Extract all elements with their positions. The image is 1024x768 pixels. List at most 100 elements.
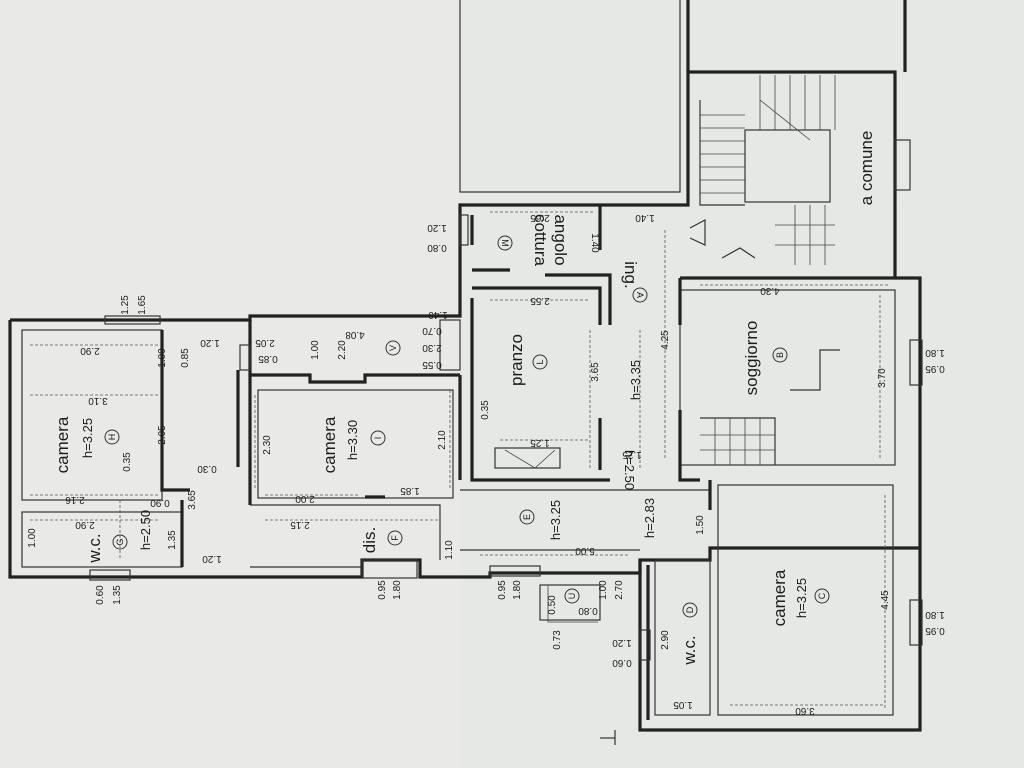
dim-label: 1.00	[27, 528, 38, 548]
dim-label: 1.10	[444, 540, 455, 560]
room-height: h=3.30	[345, 420, 360, 460]
dim-label: 1.65	[137, 295, 148, 315]
dim-label: 0.35	[122, 452, 133, 472]
room-tag: I	[373, 437, 383, 440]
dim-label: 0.35	[480, 400, 491, 420]
dim-label: 0.80	[427, 242, 447, 253]
dim-label: 1.00	[157, 348, 168, 368]
room-wc-d: w.c.	[680, 635, 699, 665]
dim-label: 4.30	[760, 285, 780, 296]
dim-label: 0.60	[95, 585, 106, 605]
dim-label: 1.40	[589, 233, 600, 253]
dim-label: 1.40	[428, 309, 448, 320]
room-tag: G	[115, 538, 125, 545]
dim-label: 5.00	[575, 545, 595, 556]
room-tag: D	[685, 606, 695, 613]
dimension-lines	[30, 211, 890, 710]
dim-label: 3.65	[187, 490, 198, 510]
dim-label: 0.85	[258, 353, 278, 364]
dim-label: 3.60	[795, 705, 815, 716]
svg-text:w.c.: w.c.	[680, 635, 699, 665]
room-height: h=3.25	[80, 418, 95, 458]
room-camera-h: camera	[53, 416, 72, 473]
dim-label: 0.95	[925, 625, 945, 636]
height-note: h=2.50	[622, 450, 637, 490]
dim-label: 1.50	[695, 515, 706, 535]
dim-label: 0.95	[377, 580, 388, 600]
room-u-tag	[564, 588, 580, 604]
room-tag-circle	[104, 429, 120, 445]
dim-label: 2.10	[437, 430, 448, 450]
dim-label: 4.45	[880, 590, 891, 610]
room-height: h=2.50	[138, 510, 153, 550]
svg-text:dis.: dis.	[360, 527, 379, 553]
room-name-line2: cottura	[531, 214, 550, 267]
dim-label: 1.35	[167, 530, 178, 550]
svg-text:camera: camera	[320, 416, 339, 473]
svg-text:ing.: ing.	[621, 261, 640, 288]
room-height: h=3.25	[794, 578, 809, 618]
dim-label: 2.16	[65, 494, 85, 505]
dim-label: 0.90	[150, 497, 170, 508]
svg-text:a comune: a comune	[857, 131, 876, 206]
dim-label: 3.10	[88, 395, 108, 406]
dim-label: 1.00	[310, 340, 321, 360]
dim-label: 2.30	[262, 435, 273, 455]
dim-label: 1.05	[673, 699, 693, 710]
room-pranzo-l: pranzo	[507, 334, 526, 386]
dim-label: 2.20	[337, 340, 348, 360]
dimension-labels: 1.25 1.65 2.90 3.10 1.00 2.05 0.35 2.16 …	[27, 212, 945, 716]
room-dis-f: dis.	[360, 527, 379, 553]
room-v-tag	[385, 340, 401, 356]
paper-shade-left	[0, 0, 460, 768]
room-tag: H	[107, 434, 117, 441]
dim-label: 2.15	[290, 519, 310, 530]
dim-label: 2.65	[530, 212, 550, 223]
dim-label: 1.40	[635, 212, 655, 223]
dim-label: 0.70	[422, 325, 442, 336]
room-height: h=3.25	[548, 500, 563, 540]
room-soggiorno-b: soggiorno	[742, 321, 761, 396]
room-angolo-m: angolo	[551, 214, 570, 265]
dim-label: 1.85	[400, 485, 420, 496]
room-height: h=3.35	[628, 360, 643, 400]
room-e-tag	[519, 509, 535, 525]
dim-label: 0.80	[578, 605, 598, 616]
dim-label: 2.70	[614, 580, 625, 600]
fixtures	[494, 219, 756, 745]
dim-label: 1.25	[120, 295, 131, 315]
room-tag: L	[535, 359, 545, 364]
dim-label: 2.90	[80, 345, 100, 356]
dim-label: 2.55	[530, 295, 550, 306]
dim-label: 4.08	[345, 329, 365, 340]
svg-text:h=3.25: h=3.25	[80, 418, 95, 458]
dim-label: 1.35	[112, 585, 123, 605]
dim-label: 3.65	[590, 362, 601, 382]
dim-label: 1.80	[925, 609, 945, 620]
dim-label: 2.00	[295, 493, 315, 504]
dim-label: 2.30	[422, 342, 442, 353]
dim-label: 0.30	[197, 463, 217, 474]
room-tag: B	[775, 352, 785, 358]
dim-label: 0.60	[612, 657, 632, 668]
room-camera-i: camera	[320, 416, 339, 473]
svg-text:w.c.: w.c.	[85, 533, 104, 563]
room-camera-c: camera	[770, 569, 789, 626]
dim-label: 1.80	[392, 580, 403, 600]
room-tag: F	[390, 535, 400, 541]
dim-label: 3.70	[877, 368, 888, 388]
dim-label: 0.95	[925, 363, 945, 374]
dim-label: 0.73	[552, 630, 563, 650]
room-name: camera	[53, 416, 72, 473]
dim-label: 0.55	[422, 359, 442, 370]
room-ing-a: ing.	[621, 261, 640, 288]
dim-label: 2.05	[157, 425, 168, 445]
stair-soggiorno	[700, 349, 840, 465]
svg-text:camera: camera	[770, 569, 789, 626]
dim-label: 2.90	[660, 630, 671, 650]
dim-label: 1.20	[200, 337, 220, 348]
room-tag: M	[500, 239, 510, 247]
windows	[89, 139, 923, 661]
room-wc-g: w.c.	[85, 533, 104, 563]
